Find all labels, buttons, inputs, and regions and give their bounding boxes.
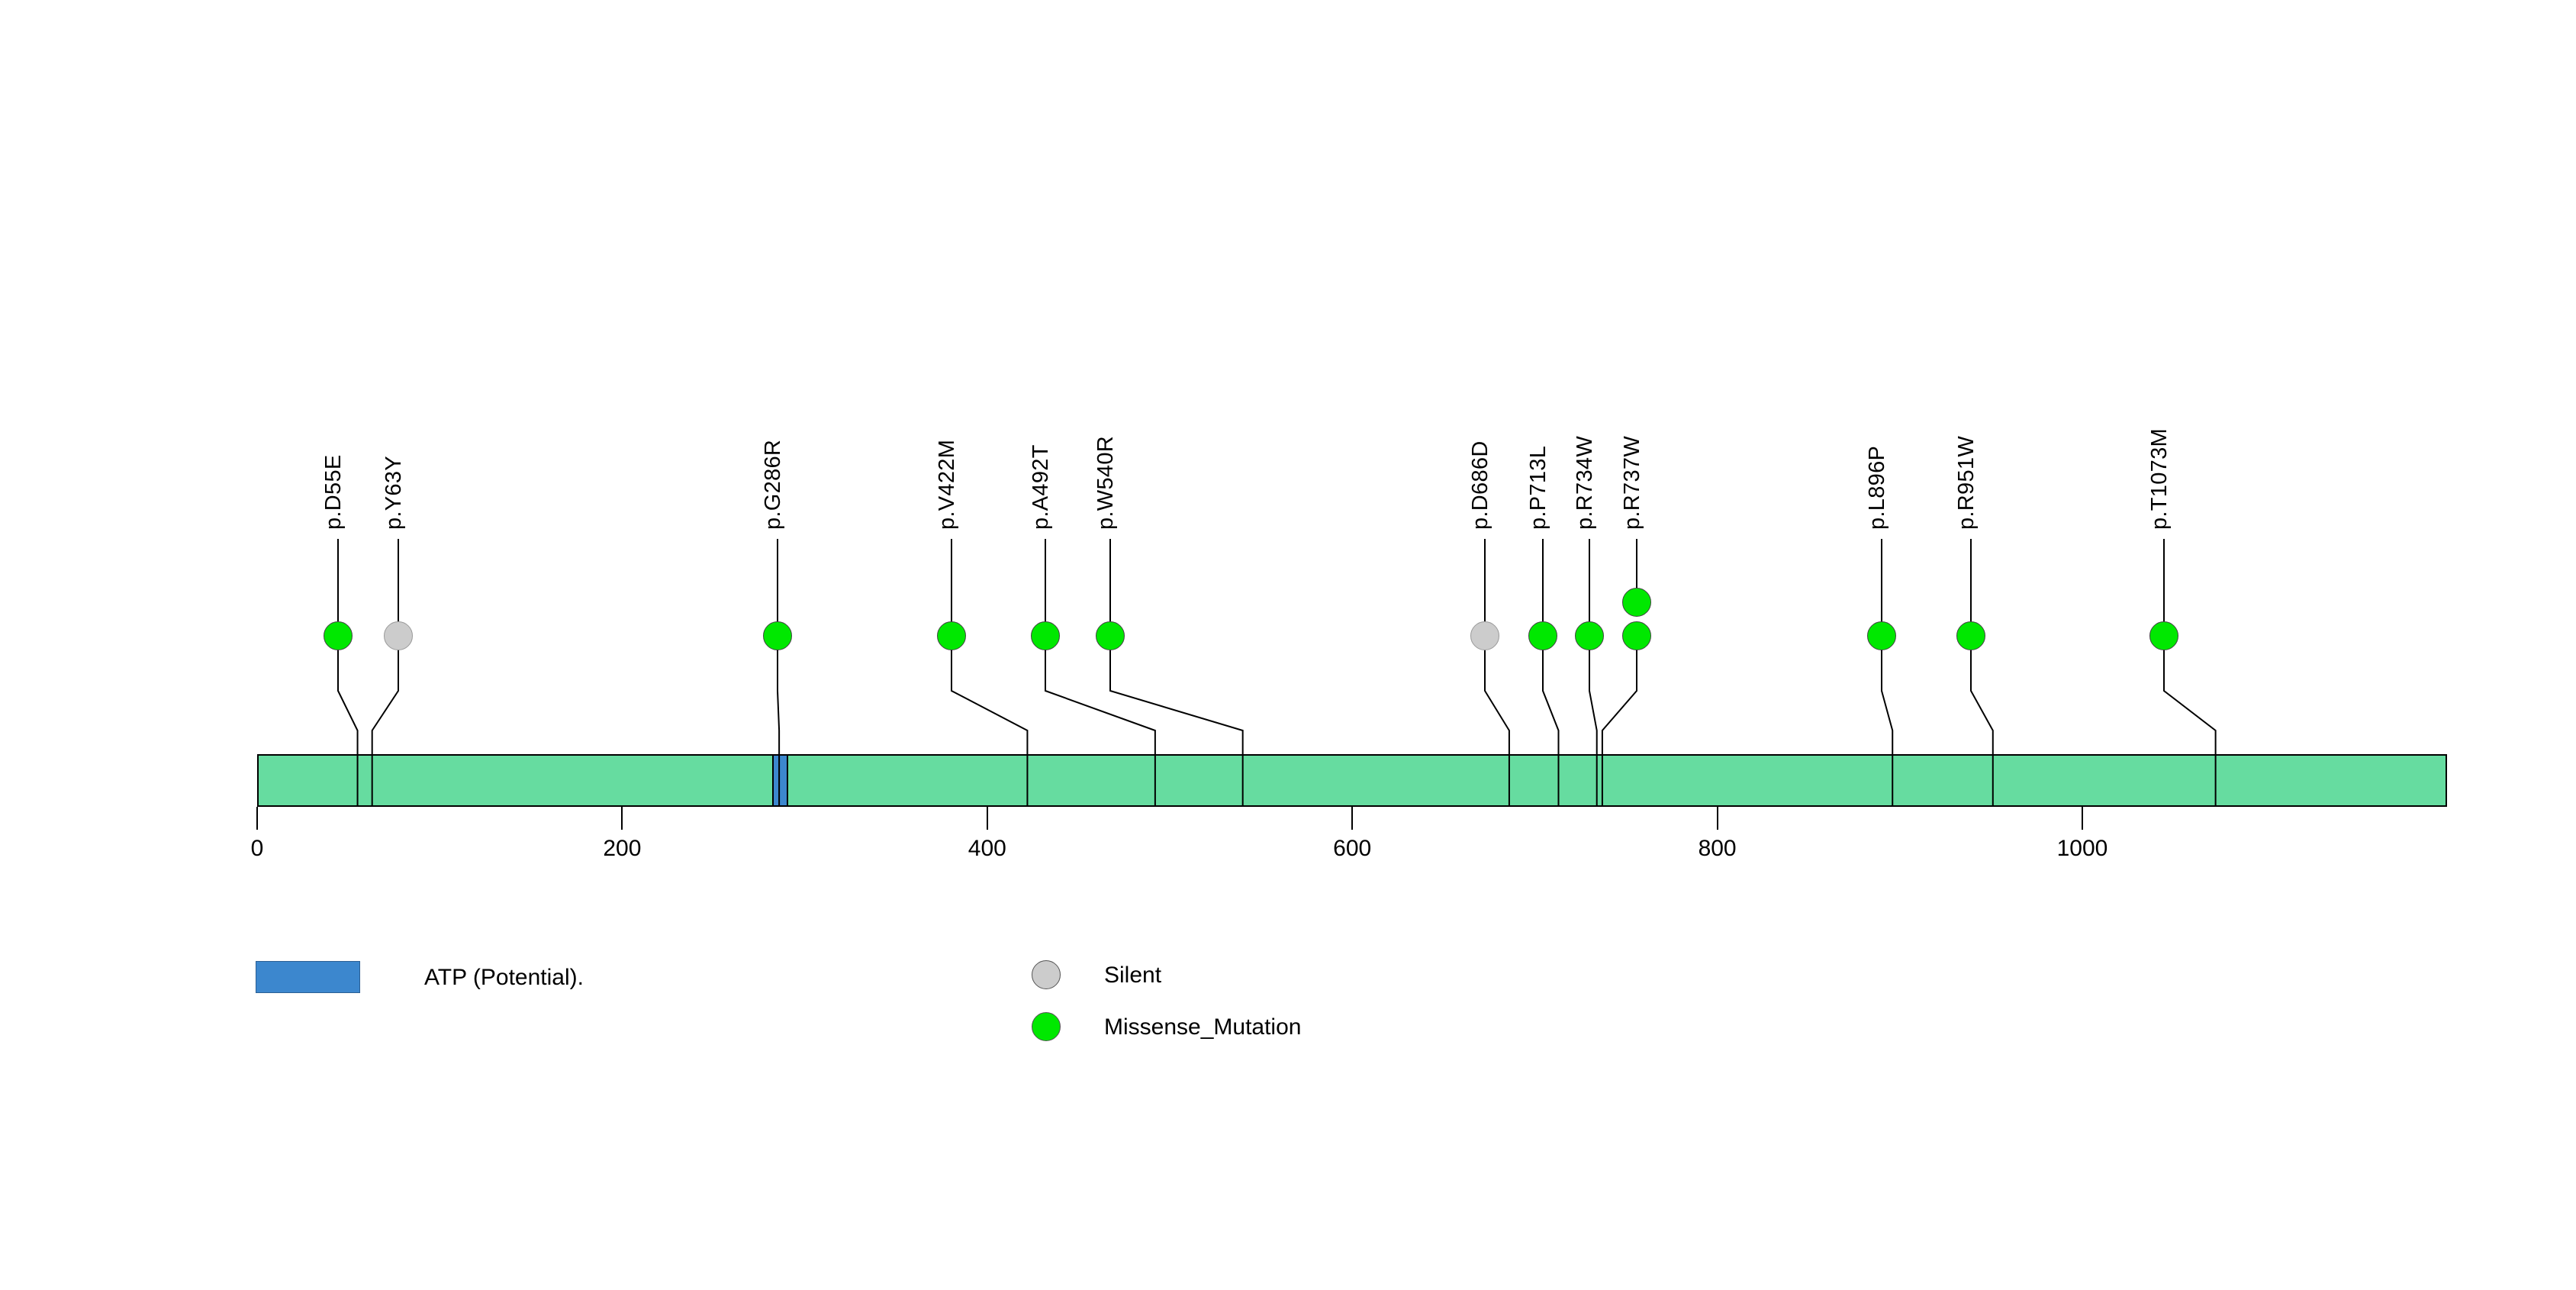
lollipop-stem bbox=[1970, 539, 1972, 621]
lollipop-stem bbox=[2163, 539, 2165, 621]
lollipop-stem bbox=[398, 539, 399, 621]
mutation-lollipop-head[interactable] bbox=[937, 621, 966, 650]
lollipop-stem bbox=[1589, 539, 1590, 621]
legend-mutation-label: Missense_Mutation bbox=[1104, 1014, 1302, 1040]
lollipop-stem bbox=[1636, 539, 1637, 588]
mutation-label: p.P713L bbox=[1526, 445, 1550, 530]
x-axis-tick bbox=[1351, 807, 1354, 830]
mutation-lollipop-head[interactable] bbox=[1031, 621, 1060, 650]
lollipop-stem bbox=[951, 539, 952, 621]
mutation-label: p.T1073M bbox=[2147, 428, 2172, 530]
x-axis-tick-label: 400 bbox=[968, 836, 1006, 861]
legend-domain-swatch bbox=[256, 961, 360, 993]
x-axis-tick-label: 800 bbox=[1698, 836, 1737, 861]
x-axis-tick-label: 200 bbox=[603, 836, 642, 861]
x-axis-tick bbox=[986, 807, 988, 830]
mutation-lollipop-head[interactable] bbox=[1622, 588, 1651, 617]
lollipop-stem bbox=[1881, 539, 1882, 621]
mutation-lollipop-head[interactable] bbox=[1470, 621, 1499, 650]
lollipop-stem bbox=[1045, 539, 1046, 621]
mutation-label: p.W540R bbox=[1093, 436, 1118, 530]
mutation-label: p.D686D bbox=[1468, 440, 1492, 530]
protein-domain-block[interactable] bbox=[771, 754, 789, 807]
mutation-label: p.A492T bbox=[1029, 444, 1053, 530]
protein-backbone bbox=[257, 754, 2448, 807]
lollipop-stem bbox=[337, 539, 339, 621]
mutation-lollipop-head[interactable] bbox=[1867, 621, 1896, 650]
lollipop-stem bbox=[777, 539, 778, 621]
lollipop-stem bbox=[1542, 539, 1544, 621]
lollipop-stem bbox=[1484, 539, 1486, 621]
mutation-label: p.D55E bbox=[321, 454, 346, 530]
mutation-label: p.R734W bbox=[1573, 436, 1597, 530]
mutation-label: p.L896P bbox=[1865, 445, 1889, 530]
legend-mutation-swatch bbox=[1032, 1012, 1061, 1041]
mutation-lollipop-head[interactable] bbox=[763, 621, 792, 650]
x-axis-tick bbox=[621, 807, 623, 830]
x-axis-tick bbox=[2082, 807, 2083, 830]
mutation-label: p.Y63Y bbox=[382, 456, 406, 530]
mutation-label: p.R737W bbox=[1620, 436, 1644, 530]
mutation-lollipop-head[interactable] bbox=[1956, 621, 1985, 650]
x-axis-tick-label: 600 bbox=[1333, 836, 1372, 861]
x-axis-tick bbox=[256, 807, 258, 830]
x-axis-tick-label: 0 bbox=[250, 836, 264, 861]
mutation-lollipop-head[interactable] bbox=[1528, 621, 1557, 650]
lollipop-stem bbox=[1109, 539, 1111, 621]
mutation-lollipop-head[interactable] bbox=[1622, 621, 1651, 650]
mutation-lollipop-head[interactable] bbox=[1575, 621, 1604, 650]
mutation-label: p.V422M bbox=[935, 439, 959, 530]
legend-mutation-swatch bbox=[1032, 960, 1061, 989]
x-axis-tick bbox=[1716, 807, 1718, 830]
legend-domain-label: ATP (Potential). bbox=[424, 965, 584, 990]
mutation-label: p.G286R bbox=[761, 439, 785, 530]
mutation-lollipop-head[interactable] bbox=[384, 621, 413, 650]
mutation-lollipop-head[interactable] bbox=[2149, 621, 2178, 650]
legend-mutation-label: Silent bbox=[1104, 963, 1162, 988]
mutation-lollipop-head[interactable] bbox=[1096, 621, 1125, 650]
mutation-lollipop-head[interactable] bbox=[324, 621, 353, 650]
x-axis-tick-label: 1000 bbox=[2056, 836, 2108, 861]
mutation-label: p.R951W bbox=[1954, 436, 1979, 530]
